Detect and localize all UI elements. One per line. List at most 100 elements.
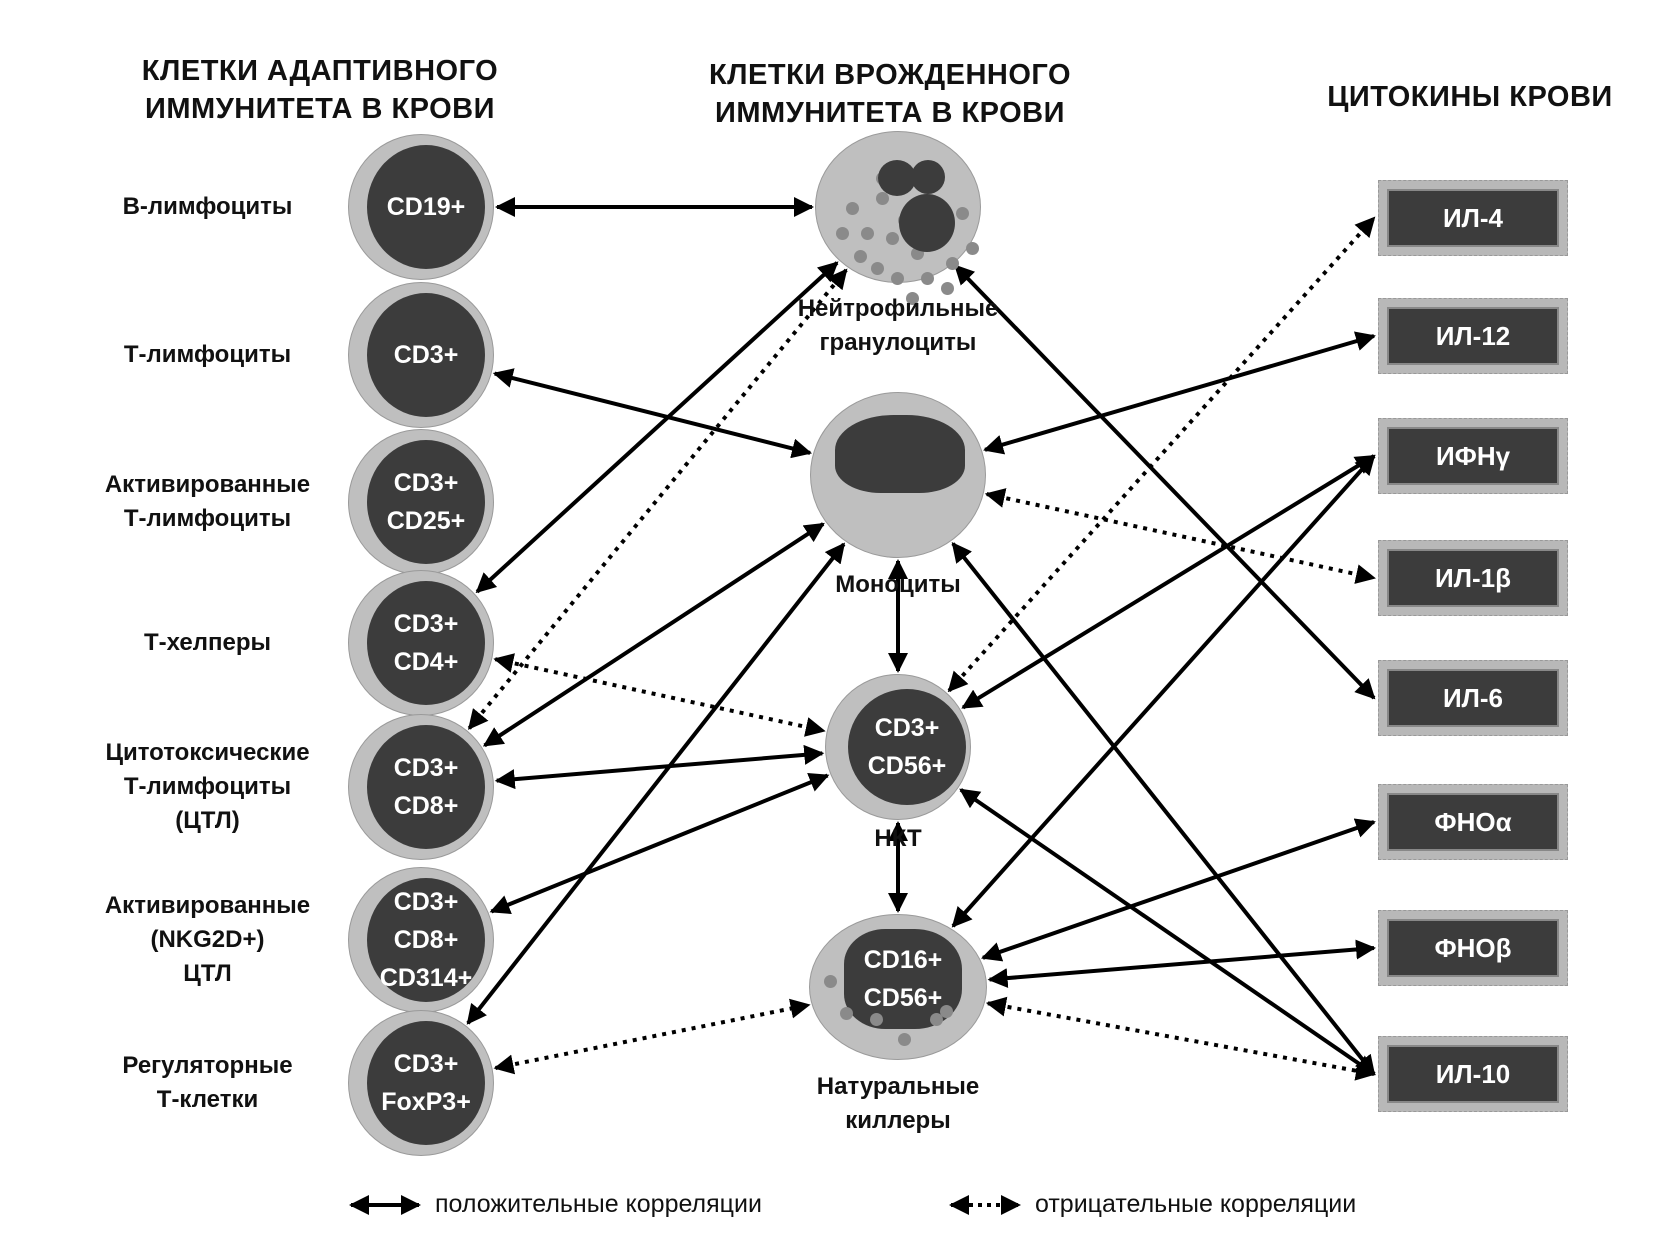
adaptive-cell-t: CD3+ <box>349 283 493 427</box>
adaptive-cell-label-line: (NKG2D+) <box>150 926 265 953</box>
correlation-positive-nk-tnfb <box>987 939 1376 989</box>
nucleus-lobe <box>899 194 955 252</box>
correlation-positive-treg-mono <box>466 542 846 1025</box>
cell-nucleus: CD19+ <box>367 145 485 269</box>
cytokine-box-il12: ИЛ-12 <box>1378 298 1568 374</box>
cell-marker: CD314+ <box>379 964 473 992</box>
cell-nucleus <box>835 415 965 493</box>
cell-nucleus: CD3+ CD25+ <box>367 440 485 564</box>
granule <box>840 1007 853 1020</box>
correlation-negative-nkt-il4 <box>947 216 1376 693</box>
legend-positive: положительные корреляции <box>345 1190 762 1219</box>
adaptive-cell-label-line: Активированные <box>104 892 311 919</box>
innate-cell-mono <box>811 393 985 557</box>
correlation-negative-nk-il10 <box>985 996 1376 1081</box>
adaptive-cell-label-t: Т-лимфоциты <box>70 338 345 372</box>
innate-cell-nk: CD16+ CD56+ <box>810 915 986 1059</box>
innate-cell-label-line: Натуральные <box>816 1073 980 1100</box>
correlation-negative-treg-nk <box>493 998 811 1075</box>
innate-cell-label-nkt: НКТ <box>748 822 1048 856</box>
adaptive-cell-label-line: Регуляторные <box>122 1052 293 1079</box>
granule <box>906 292 919 305</box>
cell-marker: CD4+ <box>393 648 459 676</box>
cell-nucleus: CD3+ CD8+ <box>367 725 485 849</box>
adaptive-cell-treg: CD3+FoxP3+ <box>349 1011 493 1155</box>
granule <box>846 202 859 215</box>
correlation-negative-mono-il1b <box>984 488 1376 584</box>
innate-cell-label-line: Моноциты <box>835 571 961 598</box>
correlation-positive-mono-il10 <box>951 541 1376 1076</box>
legend-positive-label: положительные корреляции <box>435 1190 762 1218</box>
adaptive-column-header: КЛЕТКИ АДАПТИВНОГО ИММУНИТЕТА В КРОВИ <box>110 52 530 128</box>
negative-arrow-icon <box>949 1194 1021 1215</box>
cell-marker: CD8+ <box>393 792 459 820</box>
adaptive-cell-label-line: Активированные <box>104 471 311 498</box>
cytokine-label: ИЛ-12 <box>1387 307 1559 365</box>
cell-nucleus: CD3+CD56+ <box>848 689 966 805</box>
cell-marker: CD25+ <box>386 507 466 535</box>
granule <box>898 1033 911 1046</box>
innate-cell-label-line: гранулоциты <box>819 329 977 356</box>
innate-header-line-1: КЛЕТКИ ВРОЖДЕННОГО <box>708 59 1072 91</box>
adaptive-cell-label-line: Т-клетки <box>156 1086 259 1113</box>
cell-nucleus: CD3+ CD8+ CD314+ <box>367 878 485 1002</box>
adaptive-cell-tact: CD3+ CD25+ <box>349 430 493 574</box>
cell-marker: CD3+ <box>393 1050 459 1078</box>
cytokine-label: ФНОβ <box>1387 919 1559 977</box>
cell-marker: CD3+ <box>393 888 459 916</box>
granule <box>854 250 867 263</box>
innate-cell-neu <box>816 132 980 305</box>
nucleus-lobe <box>911 160 945 194</box>
granule <box>871 262 884 275</box>
cytokine-box-il4: ИЛ-4 <box>1378 180 1568 256</box>
cytokine-label: ИЛ-10 <box>1387 1045 1559 1103</box>
cell-marker: CD3+ <box>393 341 459 369</box>
correlation-positive-nk-tnfa <box>981 818 1376 962</box>
legend-negative-label: отрицательные корреляции <box>1035 1190 1357 1218</box>
adaptive-cell-label-line: ЦТЛ <box>183 960 232 987</box>
granule <box>966 242 979 255</box>
cell-marker: CD3+ <box>393 469 459 497</box>
cytokine-box-il1b: ИЛ-1β <box>1378 540 1568 616</box>
cytokine-box-il10: ИЛ-10 <box>1378 1036 1568 1112</box>
correlation-positive-t-mono <box>492 368 813 459</box>
innate-cell-nkt: CD3+CD56+ <box>826 675 970 819</box>
granule <box>870 1013 883 1026</box>
adaptive-cell-label-line: Т-лимфоциты <box>123 341 292 368</box>
adaptive-cell-label-line: Цитотоксические <box>105 739 310 766</box>
adaptive-cell-label-line: В-лимфоциты <box>122 193 293 220</box>
cytokine-label: ФНОα <box>1387 793 1559 851</box>
cell-marker: CD3+ <box>393 754 459 782</box>
adaptive-cell-label-line: (ЦТЛ) <box>175 807 240 834</box>
adaptive-cell-label-line: Т-лимфоциты <box>123 505 292 532</box>
innate-column-header: КЛЕТКИ ВРОЖДЕННОГО ИММУНИТЕТА В КРОВИ <box>680 56 1100 132</box>
adaptive-cell-th: CD3+ CD4+ <box>349 571 493 715</box>
granule <box>824 975 837 988</box>
cell-marker: CD8+ <box>393 926 459 954</box>
adaptive-cell-b: CD19+ <box>349 135 493 279</box>
cell-marker: CD16+ <box>863 946 943 974</box>
adaptive-cell-label-line: Т-хелперы <box>144 629 271 656</box>
granule <box>891 272 904 285</box>
adaptive-cell-label-line: Т-лимфоциты <box>123 773 292 800</box>
innate-cell-label-mono: Моноциты <box>748 568 1048 602</box>
adaptive-cell-label-b: В-лимфоциты <box>70 190 345 224</box>
cytokine-box-tnfb: ФНОβ <box>1378 910 1568 986</box>
cytokine-box-tnfa: ФНОα <box>1378 784 1568 860</box>
granule <box>956 207 969 220</box>
cytokine-label: ИЛ-4 <box>1387 189 1559 247</box>
innate-cell-label-line: Нейтрофильные <box>797 295 999 322</box>
granule <box>876 192 889 205</box>
innate-cell-label-neu: Нейтрофильные гранулоциты <box>748 292 1048 360</box>
granule <box>921 272 934 285</box>
correlation-negative-th-nkt <box>493 653 826 737</box>
cell-marker: CD3+ <box>393 610 459 638</box>
cell-marker: CD56+ <box>863 984 943 1012</box>
cytokine-label: ИЛ-6 <box>1387 669 1559 727</box>
innate-cell-label-line: НКТ <box>874 825 922 852</box>
granule <box>941 282 954 295</box>
cytokine-label: ИФНγ <box>1387 427 1559 485</box>
cytokines-header-line-1: ЦИТОКИНЫ КРОВИ <box>1327 81 1613 113</box>
